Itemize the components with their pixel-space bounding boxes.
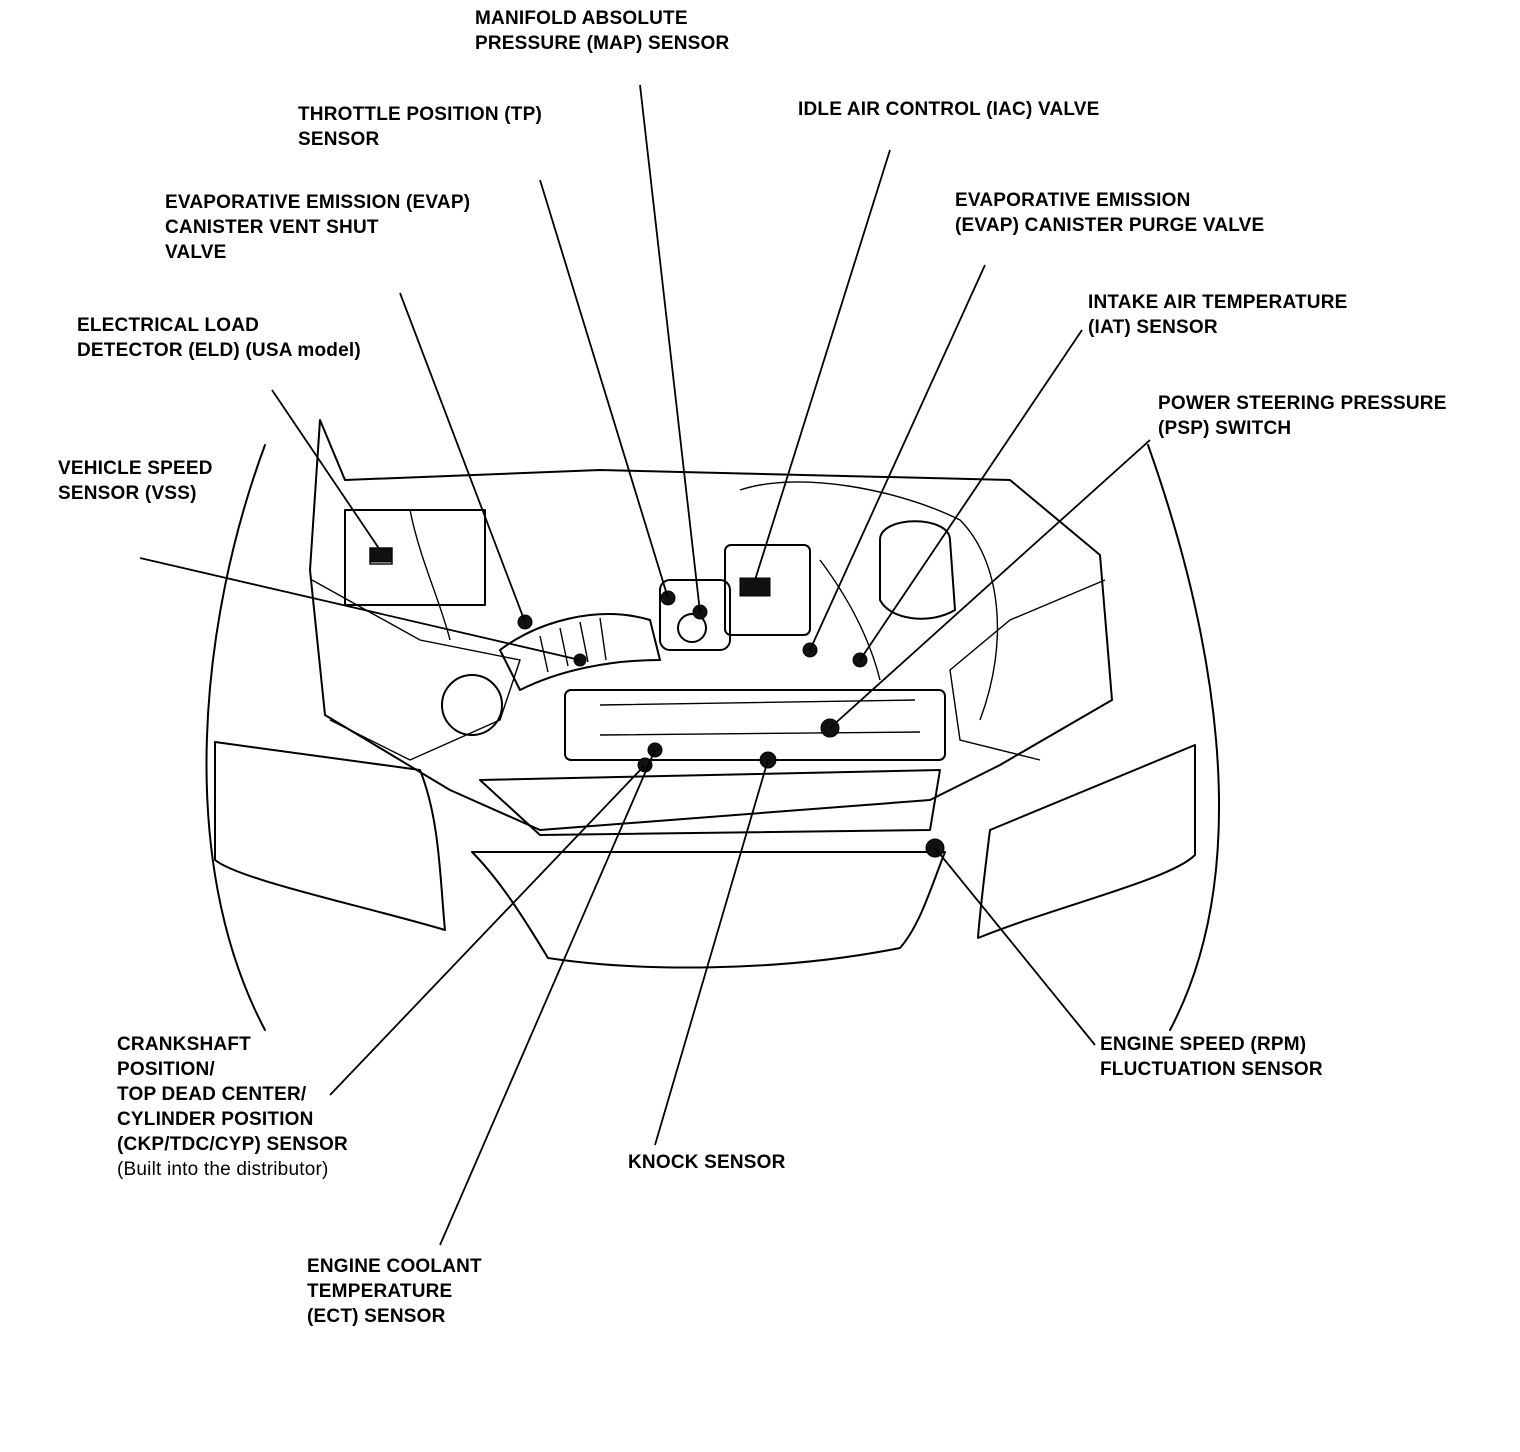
leader-rpm-sensor — [934, 847, 1096, 1046]
iat-sensor-label: INTAKE AIR TEMPERATURE (IAT) SENSOR — [1088, 290, 1348, 340]
ckp-sensor-label-line-3: TOP DEAD CENTER/ — [117, 1084, 307, 1105]
map-sensor-label-line-1: MANIFOLD ABSOLUTE — [475, 8, 688, 29]
ect-sensor-label: ENGINE COOLANT TEMPERATURE (ECT) SENSOR — [307, 1254, 482, 1329]
hose-left — [409, 509, 451, 641]
tp-sensor-label-line-2: SENSOR — [298, 129, 380, 150]
evap-vent-valve-label-line-1: EVAPORATIVE EMISSION (EVAP) — [165, 192, 471, 213]
vss-label: VEHICLE SPEED SENSOR (VSS) — [58, 456, 213, 506]
tp-sensor-label: THROTTLE POSITION (TP) SENSOR — [298, 102, 542, 152]
battery — [344, 509, 486, 606]
rpm-sensor-label-line-1: ENGINE SPEED (RPM) — [1100, 1034, 1307, 1055]
map-sensor-label: MANIFOLD ABSOLUTE PRESSURE (MAP) SENSOR — [475, 6, 729, 56]
leader-knock-sensor — [654, 759, 769, 1146]
psp-switch-label-line-1: POWER STEERING PRESSURE — [1158, 393, 1447, 414]
left-fender-outline — [205, 444, 266, 1031]
valve-cover-detail — [599, 699, 921, 736]
knock-sensor-label-line-1: KNOCK SENSOR — [628, 1152, 786, 1173]
intake-manifold — [724, 544, 811, 636]
valve-cover — [564, 689, 946, 761]
oil-filler-cap — [441, 674, 503, 736]
left-shock-tower — [311, 579, 521, 761]
leader-evap-purge-valve — [809, 264, 986, 651]
ckp-sensor-label-line-1: CRANKSHAFT — [117, 1034, 251, 1055]
evap-vent-valve-label: EVAPORATIVE EMISSION (EVAP) CANISTER VEN… — [165, 190, 470, 265]
leader-iat-sensor — [859, 329, 1083, 661]
air-intake-duct — [499, 613, 661, 691]
evap-purge-valve-label-line-1: EVAPORATIVE EMISSION — [955, 190, 1191, 211]
vss-label-line-1: VEHICLE SPEED — [58, 458, 213, 479]
ckp-sensor-note: (Built into the distributor) — [117, 1159, 329, 1180]
right-fender-outline — [1147, 444, 1220, 1031]
psp-switch-label: POWER STEERING PRESSURE (PSP) SWITCH — [1158, 391, 1447, 441]
throttle-bore — [677, 613, 707, 643]
ckp-sensor-label-line-2: POSITION/ — [117, 1059, 215, 1080]
ckp-sensor-label: CRANKSHAFT POSITION/ TOP DEAD CENTER/ CY… — [117, 1032, 348, 1182]
leader-eld — [271, 389, 381, 551]
hose-right — [739, 481, 999, 721]
iac-valve-label-line-1: IDLE AIR CONTROL (IAC) VALVE — [798, 99, 1100, 120]
engine-bay-outline — [309, 419, 1113, 831]
air-intake-ribs — [539, 617, 607, 673]
radiator-support — [479, 769, 941, 836]
knock-sensor-label: KNOCK SENSOR — [628, 1150, 786, 1175]
evap-vent-valve-label-line-3: VALVE — [165, 242, 227, 263]
leader-vss — [139, 557, 581, 661]
front-bumper — [471, 851, 946, 969]
iat-sensor-label-line-1: INTAKE AIR TEMPERATURE — [1088, 292, 1348, 313]
leader-map-sensor — [639, 84, 701, 613]
iac-valve-marker — [739, 577, 771, 597]
rpm-sensor-label-line-2: FLUCTUATION SENSOR — [1100, 1059, 1323, 1080]
eld-label: ELECTRICAL LOAD DETECTOR (ELD) (USA mode… — [77, 313, 361, 363]
ect-sensor-label-line-3: (ECT) SENSOR — [307, 1306, 446, 1327]
psp-switch-label-line-2: (PSP) SWITCH — [1158, 418, 1292, 439]
evap-vent-valve-label-line-2: CANISTER VENT SHUT — [165, 217, 379, 238]
rpm-sensor-label: ENGINE SPEED (RPM) FLUCTUATION SENSOR — [1100, 1032, 1323, 1082]
vss-label-line-2: SENSOR (VSS) — [58, 483, 197, 504]
throttle-body — [659, 579, 731, 651]
leader-iac-valve — [754, 149, 891, 581]
ect-sensor-label-line-1: ENGINE COOLANT — [307, 1256, 482, 1277]
leader-psp-switch — [829, 439, 1151, 729]
left-headlight — [214, 741, 446, 931]
ckp-sensor-label-line-5: (CKP/TDC/CYP) SENSOR — [117, 1134, 348, 1155]
leader-ect-sensor — [439, 749, 656, 1246]
leader-tp-sensor — [539, 179, 669, 599]
ect-sensor-label-line-2: TEMPERATURE — [307, 1281, 453, 1302]
right-shock-tower — [949, 579, 1106, 761]
iac-valve-label: IDLE AIR CONTROL (IAC) VALVE — [798, 97, 1100, 122]
leader-ckp-sensor — [329, 764, 646, 1096]
tp-sensor-label-line-1: THROTTLE POSITION (TP) — [298, 104, 542, 125]
map-sensor-label-line-2: PRESSURE (MAP) SENSOR — [475, 33, 730, 54]
eld-marker — [369, 547, 393, 563]
leader-evap-vent-valve — [399, 292, 526, 623]
evap-purge-valve-label-line-2: (EVAP) CANISTER PURGE VALVE — [955, 215, 1265, 236]
eld-label-line-1: ELECTRICAL LOAD — [77, 315, 260, 336]
hose-center — [819, 559, 881, 681]
eld-label-line-2: DETECTOR (ELD) (USA model) — [77, 340, 361, 361]
iat-sensor-label-line-2: (IAT) SENSOR — [1088, 317, 1218, 338]
evap-purge-valve-label: EVAPORATIVE EMISSION (EVAP) CANISTER PUR… — [955, 188, 1264, 238]
ckp-sensor-label-line-4: CYLINDER POSITION — [117, 1109, 314, 1130]
right-headlight — [977, 744, 1196, 939]
